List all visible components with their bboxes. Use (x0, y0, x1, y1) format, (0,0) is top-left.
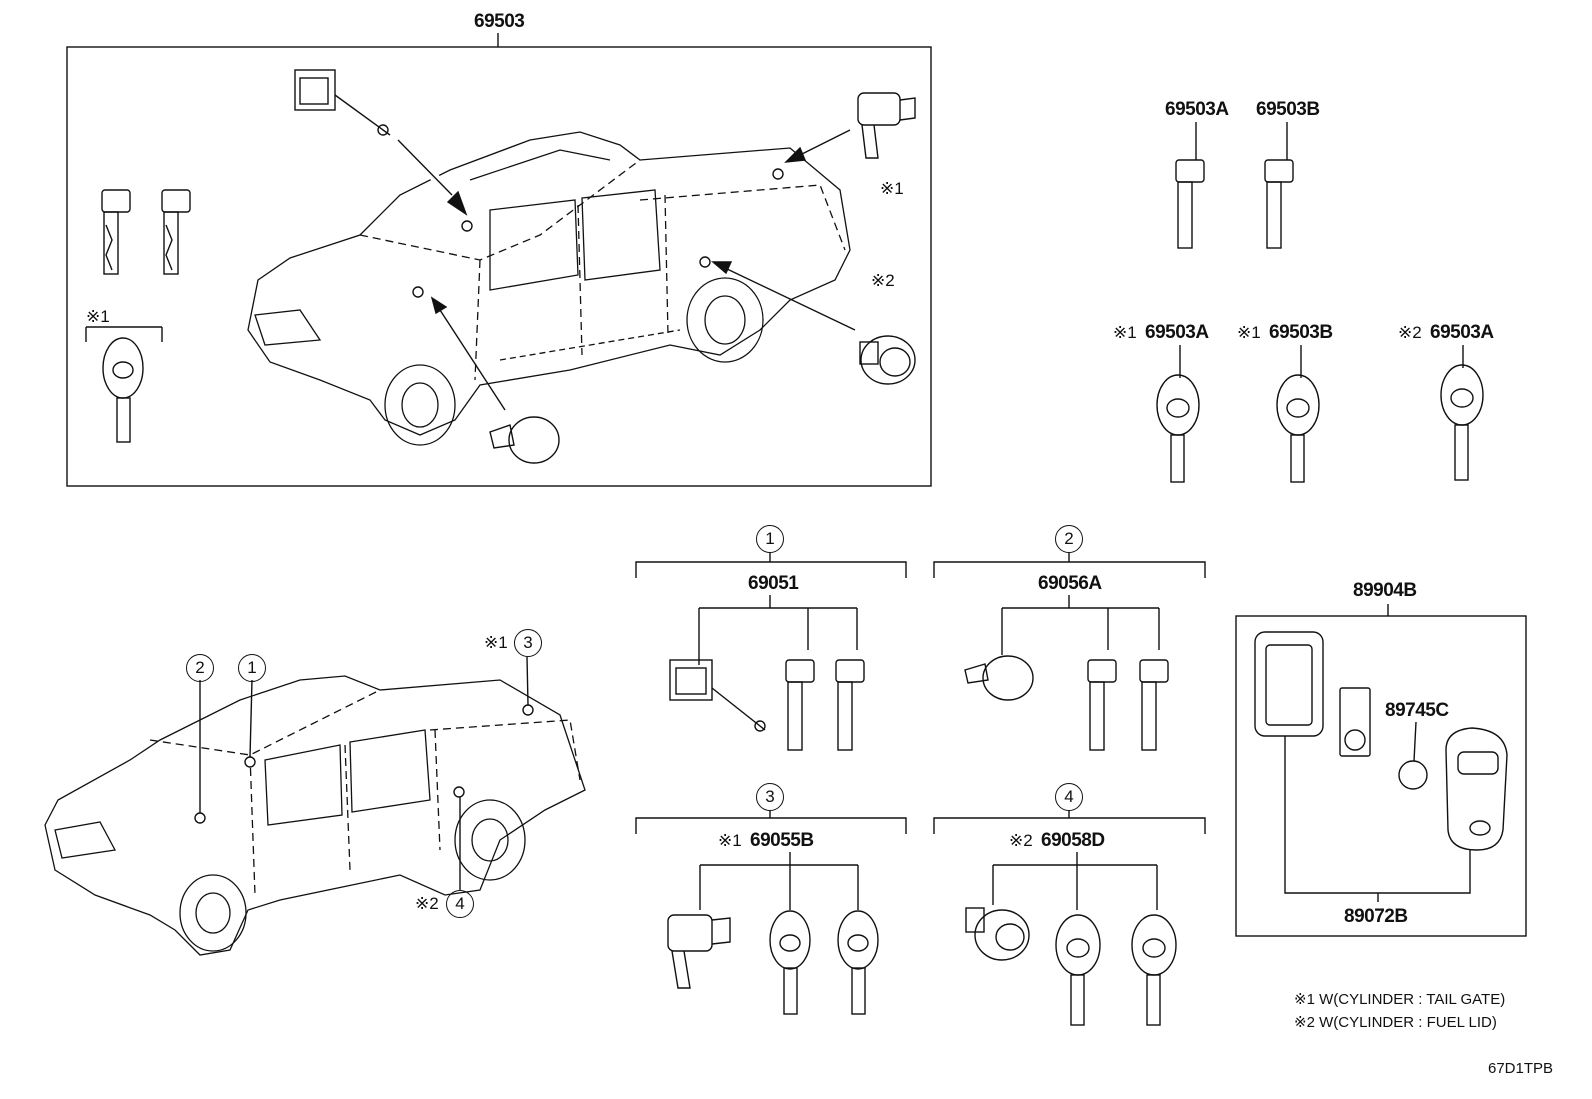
note-tailgate: ※1 W(CYLINDER : TAIL GATE) (1294, 991, 1506, 1008)
truck-callout-4-mark: ※2 (415, 894, 439, 913)
remote1-part: 69503A (1145, 322, 1209, 343)
tailgate-cylinder-top (857, 92, 916, 159)
truck-callout-3: 3 (514, 629, 542, 657)
truck-callout-2: 2 (186, 654, 214, 682)
remote2-part: 69503B (1269, 322, 1333, 343)
key-blank-1 (101, 189, 131, 275)
set3-part: 69055B (750, 830, 814, 851)
set4-part: 69058D (1041, 830, 1105, 851)
remote3-part: 69503A (1430, 322, 1494, 343)
smart-key-box (1235, 604, 1527, 937)
truck-callout-4: 4 (446, 890, 474, 918)
set1-circle: 1 (756, 525, 784, 553)
key-remote-left (85, 326, 163, 443)
remote2-mark: ※1 (1237, 323, 1261, 342)
main-kit-part-no: 69503 (474, 11, 525, 32)
truck-top (247, 131, 851, 446)
fuel-cylinder-top (859, 335, 916, 385)
left-key-mark: ※1 (86, 307, 110, 326)
truck-bottom (44, 675, 586, 956)
remote1-mark: ※1 (1113, 323, 1137, 342)
key-69503A (1175, 122, 1205, 249)
top-arrows (394, 129, 856, 411)
top-truck-points (412, 168, 784, 298)
remote-key-a1 (1156, 345, 1200, 483)
set4-circle: 4 (1055, 783, 1083, 811)
key-blank-2 (161, 189, 191, 275)
note-fuel-lid: ※2 W(CYLINDER : FUEL LID) (1294, 1014, 1497, 1031)
set2-tree (964, 595, 1169, 751)
case-part: 89072B (1344, 906, 1408, 927)
right-key-b-label: 69503B (1256, 99, 1320, 120)
set3-mark: ※1 (718, 831, 742, 850)
truck-bottom-points (194, 704, 534, 824)
truck-callout-1: 1 (238, 654, 266, 682)
set3-circle: 3 (756, 783, 784, 811)
right-key-a-label: 69503A (1165, 99, 1229, 120)
door-lock-top (294, 69, 391, 136)
set1-part: 69051 (748, 573, 799, 594)
set-brackets (635, 553, 1206, 834)
top-fuel-mark: ※2 (871, 271, 895, 290)
top-tailgate-mark: ※1 (880, 179, 904, 198)
truck-callout-3-mark: ※1 (484, 633, 508, 652)
main-kit-box (66, 46, 932, 487)
remote-key-b1 (1276, 345, 1320, 483)
diagram-code: 67D1TPB (1488, 1060, 1554, 1077)
set2-circle: 2 (1055, 525, 1083, 553)
smart-key-group-part: 89904B (1353, 580, 1417, 601)
key-69503B (1264, 122, 1294, 249)
set4-mark: ※2 (1009, 831, 1033, 850)
remote-key-a2 (1440, 345, 1484, 481)
set1-tree (669, 595, 865, 751)
remote3-mark: ※2 (1398, 323, 1422, 342)
ignition-cylinder-top (489, 416, 560, 464)
truck-bottom-leaders (199, 656, 529, 890)
set3-tree (667, 852, 879, 1015)
set2-part: 69056A (1038, 573, 1102, 594)
battery-part: 89745C (1385, 700, 1449, 721)
set4-tree (965, 852, 1177, 1026)
